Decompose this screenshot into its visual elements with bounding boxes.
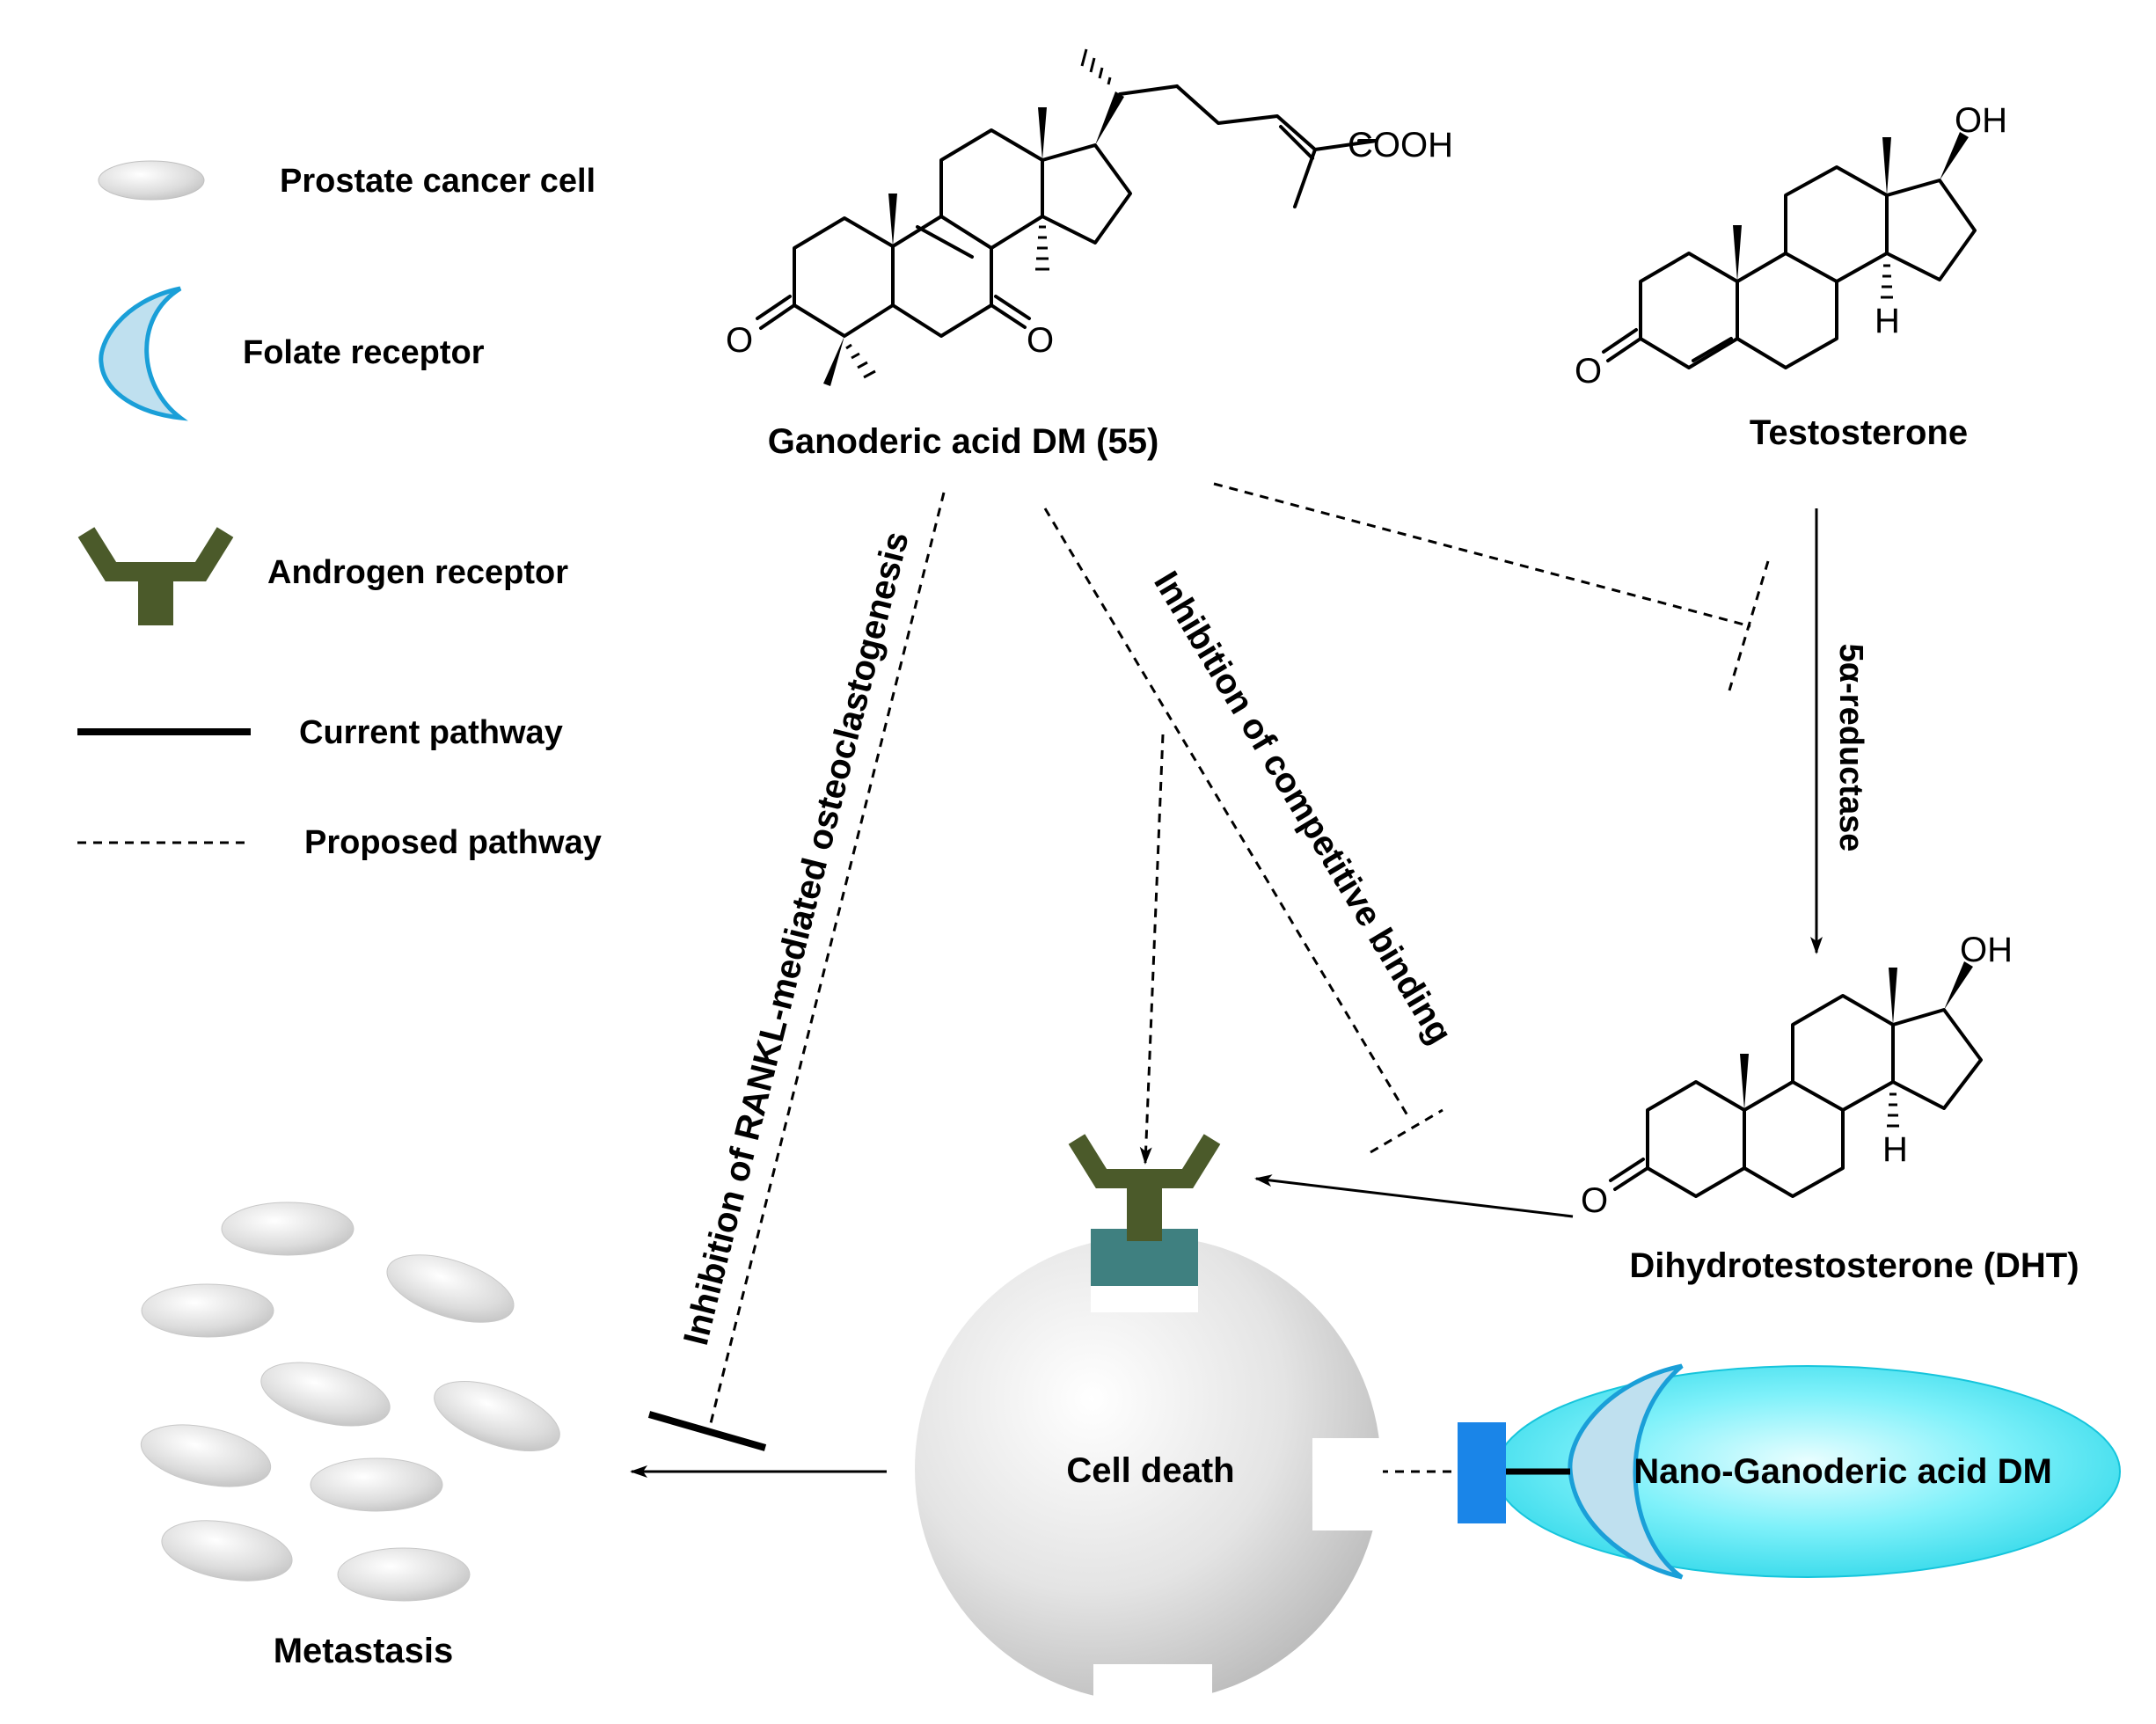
dht-to-receptor-arrow	[1254, 1174, 1574, 1218]
svg-text:O: O	[1581, 1181, 1608, 1220]
metastasis-cell	[310, 1457, 443, 1512]
metastasis-cell	[140, 1424, 272, 1487]
metastasis-cell	[434, 1380, 560, 1452]
legend-folate-receptor-label: Folate receptor	[243, 334, 485, 371]
rankl-inhibition-bar	[647, 1411, 767, 1451]
competitive-inhibition-label: Inhibition of competitive binding	[1146, 565, 1459, 1050]
metastasis-cell	[141, 1283, 274, 1338]
svg-text:O: O	[726, 321, 753, 360]
cell-death-label: Cell death	[1066, 1451, 1234, 1490]
reductase-inhibition-line	[1213, 482, 1751, 628]
svg-text:H: H	[1882, 1130, 1908, 1169]
metastasis-cells	[140, 1202, 560, 1602]
ganoderic-acid-structure: O O	[726, 48, 1453, 386]
legend-folate-receptor-icon	[99, 286, 188, 421]
nano-blue-block	[1458, 1422, 1506, 1523]
dht-title: Dihydrotestosterone (DHT)	[1629, 1246, 2079, 1285]
svg-text:O: O	[1575, 352, 1602, 391]
metastasis-cell	[386, 1254, 515, 1323]
svg-text:COOH: COOH	[1348, 126, 1453, 164]
rankl-inhibition-label: Inhibition of RANKL-mediated osteoclasto…	[676, 528, 917, 1349]
testosterone-structure: O OH H	[1575, 101, 2007, 391]
reductase-label: 5α-reductase	[1832, 644, 1869, 852]
legend-androgen-receptor-icon	[77, 527, 234, 625]
nano-ganoderic-acid-label: Nano-Ganoderic acid DM	[1633, 1452, 2052, 1491]
metastasis-label: Metastasis	[274, 1632, 454, 1670]
cell-death-sphere	[915, 1236, 1383, 1717]
svg-text:H: H	[1875, 302, 1900, 340]
testosterone-title: Testosterone	[1750, 413, 1968, 452]
dht-structure: O OH H	[1581, 931, 2013, 1220]
rankl-inhibition-line	[709, 492, 946, 1424]
receptor-dashed-arrow	[1139, 734, 1165, 1165]
legend-current-pathway-label: Current pathway	[299, 714, 563, 751]
metastasis-cell	[337, 1547, 471, 1602]
metastasis-cell	[221, 1202, 354, 1256]
legend-proposed-pathway-label: Proposed pathway	[304, 824, 602, 861]
androgen-receptor-icon	[1068, 1134, 1221, 1241]
metastasis-cell	[260, 1362, 391, 1427]
legend: Prostate cancer cell Folate receptor And…	[77, 160, 602, 861]
svg-text:OH: OH	[1955, 101, 2007, 140]
svg-text:OH: OH	[1960, 931, 2013, 969]
competitive-inhibition-bar	[1370, 1108, 1443, 1154]
legend-androgen-receptor-label: Androgen receptor	[267, 554, 568, 591]
legend-prostate-cell-label: Prostate cancer cell	[280, 163, 596, 200]
nano-folate-receptor-icon	[1568, 1363, 1684, 1580]
ganoderic-acid-title: Ganoderic acid DM (55)	[768, 422, 1159, 461]
legend-prostate-cell-icon	[98, 160, 205, 201]
svg-text:O: O	[1027, 321, 1054, 360]
reductase-inhibition-bar	[1728, 560, 1770, 691]
competitive-inhibition-line	[1043, 508, 1409, 1116]
metastasis-cell	[161, 1520, 293, 1582]
nano-ganoderic-acid-particle	[1458, 1363, 2121, 1580]
